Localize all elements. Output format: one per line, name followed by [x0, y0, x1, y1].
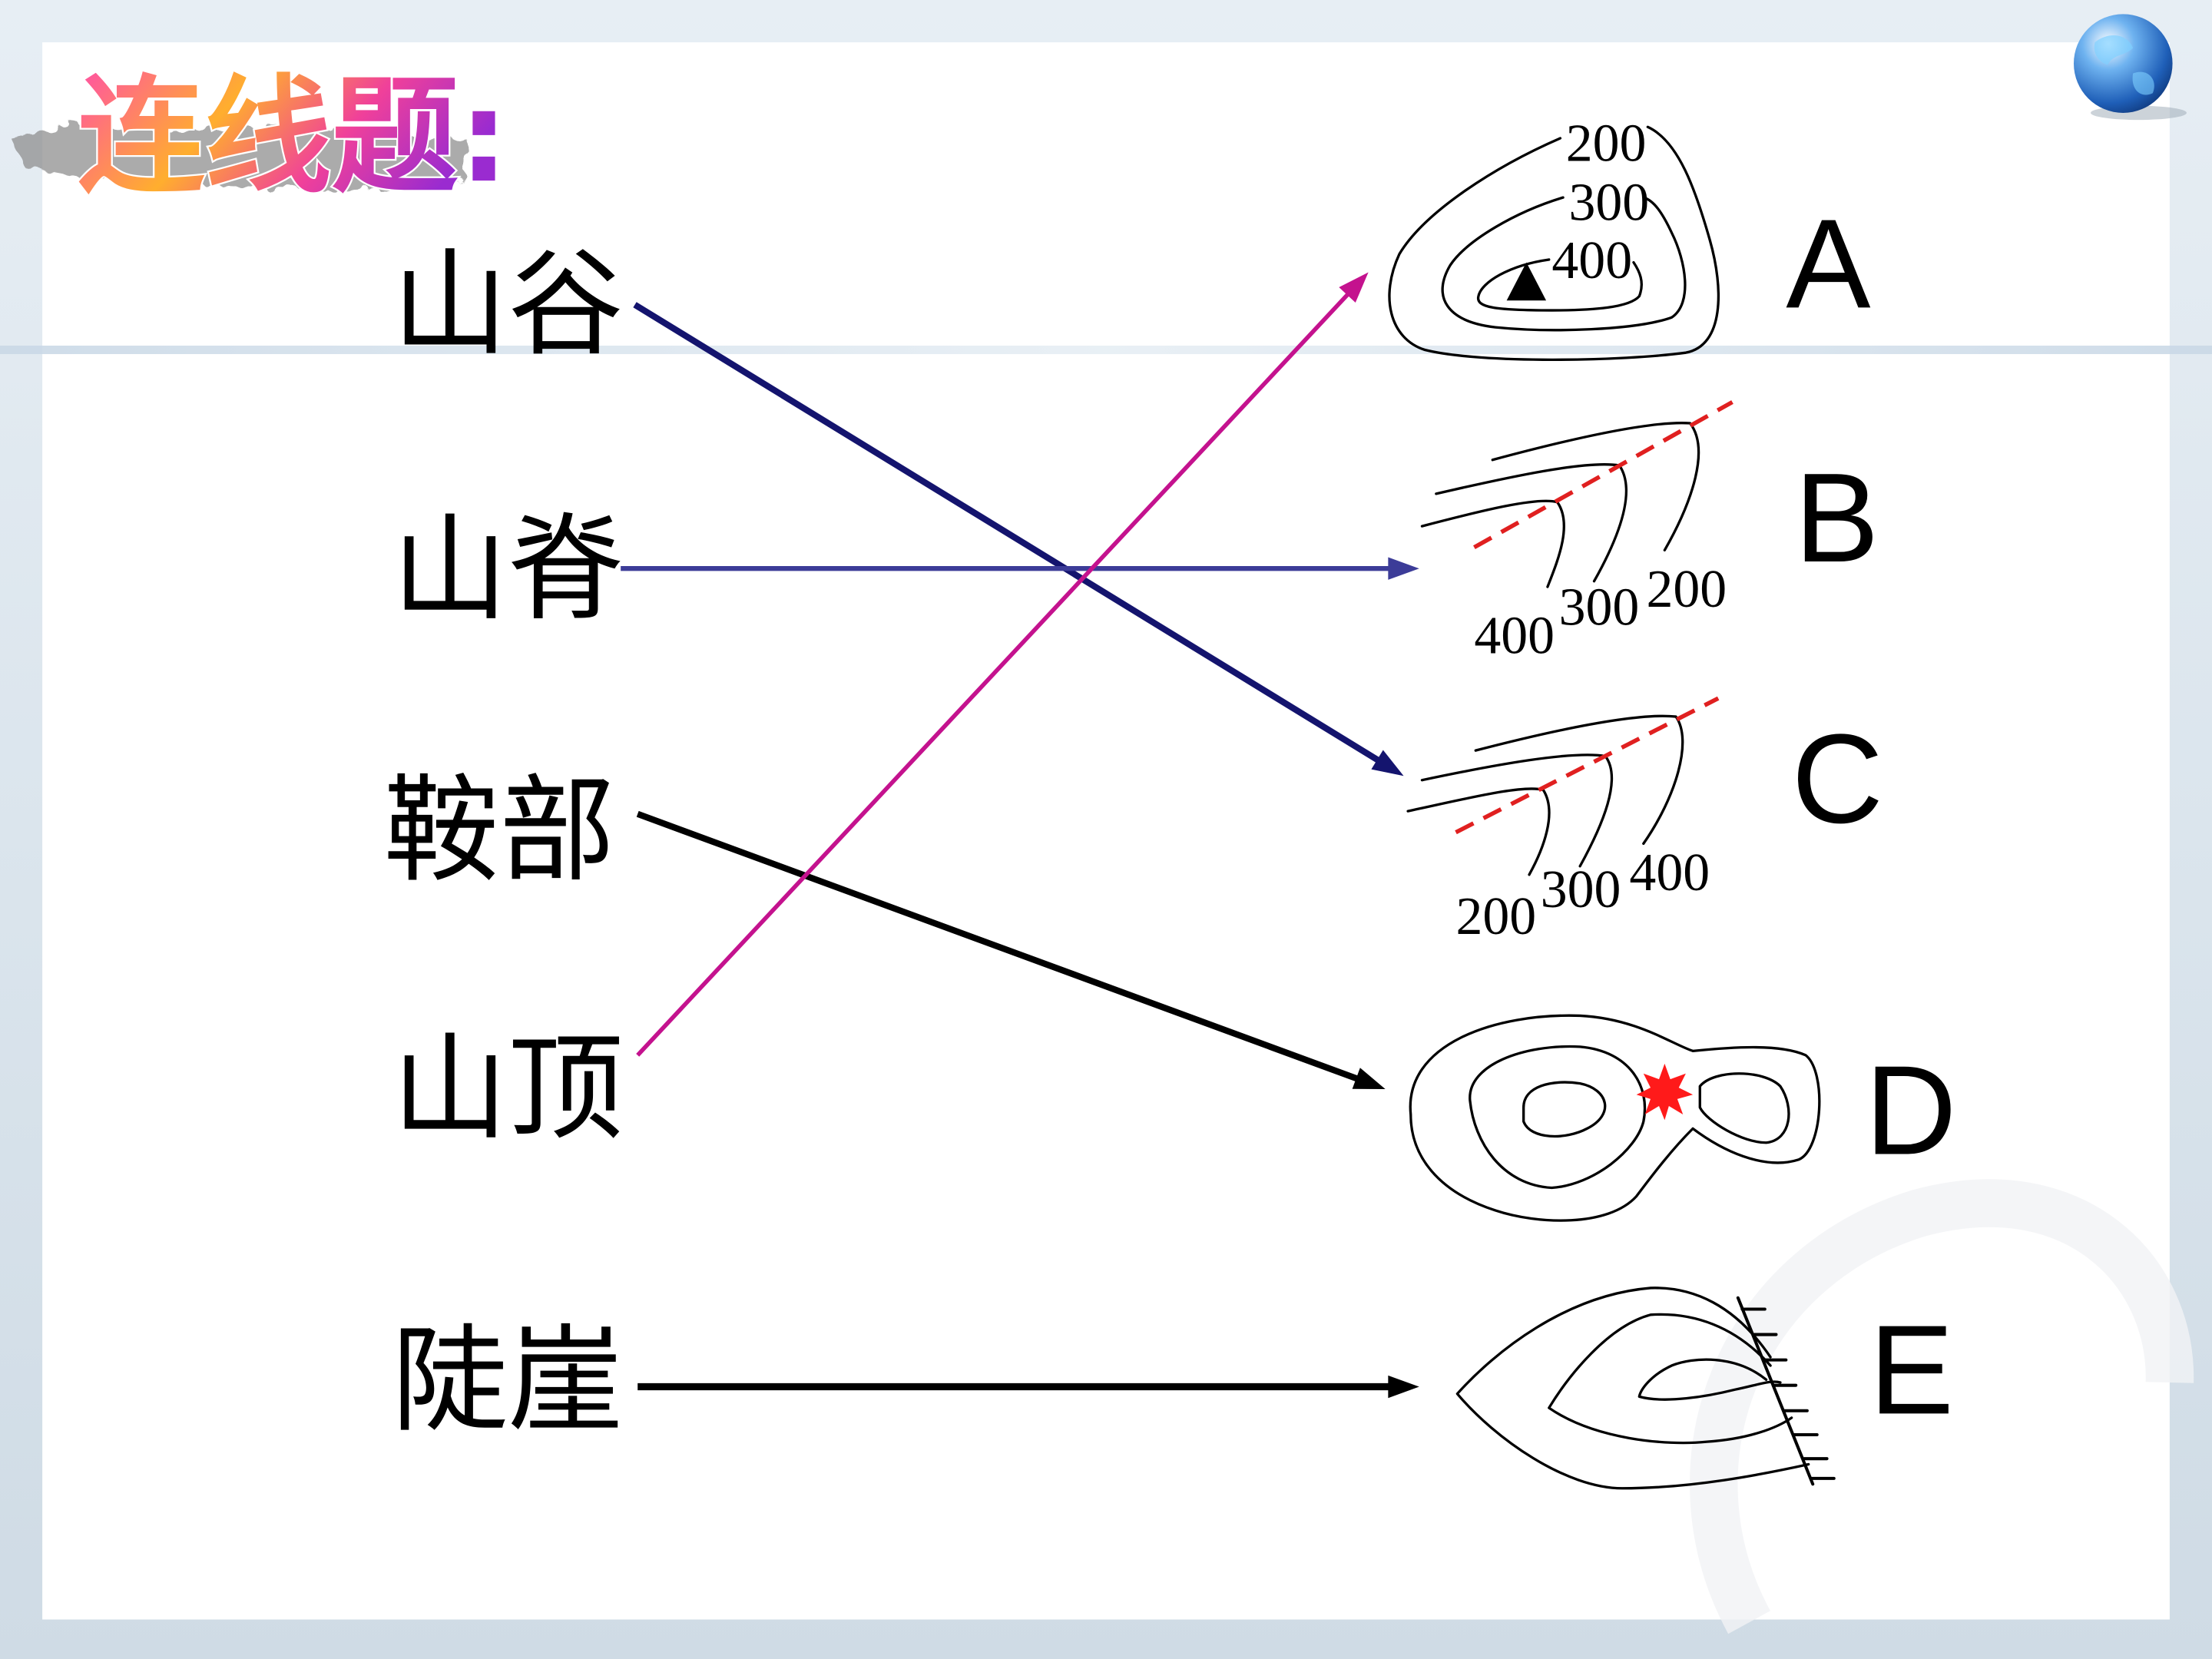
contour-label: 400 [1629, 843, 1710, 902]
contour-line [1548, 1313, 1793, 1445]
contour-line [1441, 196, 1687, 332]
term-valley: 山谷 [392, 237, 624, 372]
contour-line [1455, 1286, 1810, 1490]
ridge-axis-dashed-line [1473, 400, 1734, 550]
figure-letter-c: C [1792, 708, 1883, 850]
title-text: 连线题: [78, 63, 509, 210]
term-ridge: 山脊 [392, 502, 624, 637]
cliff-edge-line [1736, 1296, 1815, 1486]
slide-panel [42, 42, 2170, 1620]
contour-line [1388, 125, 1720, 361]
contour-label: 300 [1568, 174, 1649, 233]
watermark [1690, 1179, 2194, 1634]
contour-line [1491, 422, 1700, 551]
arrowhead-icon [1339, 272, 1369, 303]
arrowhead-icon [1352, 1068, 1386, 1089]
term-saddle: 鞍部 [384, 763, 615, 898]
decorative-band [0, 346, 2212, 355]
contour-label: 400 [1551, 231, 1632, 290]
term-list: 山谷 山脊 鞍部 山顶 陡崖 [384, 237, 624, 1448]
contour-label: 200 [1456, 887, 1537, 946]
contour-label: 300 [1541, 860, 1621, 919]
figure-letter-d: D [1865, 1039, 1956, 1181]
figure-a-contours [1388, 125, 1720, 361]
arrowhead-icon [1371, 750, 1404, 777]
connection-line [636, 810, 1360, 1083]
contour-line [1698, 1072, 1790, 1144]
arrowhead-icon [1388, 557, 1419, 580]
contour-line [1409, 1014, 1821, 1222]
figure-letter-b: B [1794, 447, 1879, 589]
figure-d-contours [1409, 1014, 1821, 1222]
saddle-star-icon [1636, 1063, 1694, 1121]
contour-line [1637, 1358, 1782, 1401]
term-peak: 山顶 [392, 1021, 624, 1156]
valley-axis-dashed-line [1455, 696, 1720, 835]
contour-line [1476, 258, 1643, 312]
figure-letter-a: A [1786, 193, 1870, 335]
connection-line [636, 291, 1351, 1057]
contour-label: 400 [1474, 606, 1555, 665]
slide-title: 连线题: [11, 61, 511, 212]
term-cliff: 陡崖 [392, 1313, 624, 1449]
contour-label: 300 [1559, 578, 1640, 637]
connection-lines [621, 272, 1419, 1399]
contour-label: 200 [1566, 114, 1647, 173]
contour-line [1474, 714, 1684, 846]
cliff-symbol [1736, 1296, 1836, 1486]
figure-letter-e: E [1869, 1299, 1954, 1441]
globe-icon [2074, 14, 2187, 121]
connection-line [633, 302, 1382, 764]
title-shadow [11, 121, 469, 190]
contour-label: 200 [1646, 560, 1727, 619]
contour-line [1522, 1081, 1607, 1138]
arrowhead-icon [1388, 1375, 1419, 1399]
summit-triangle-icon [1506, 262, 1547, 301]
contour-line [1469, 1045, 1647, 1190]
figure-e-contours [1455, 1286, 1810, 1490]
